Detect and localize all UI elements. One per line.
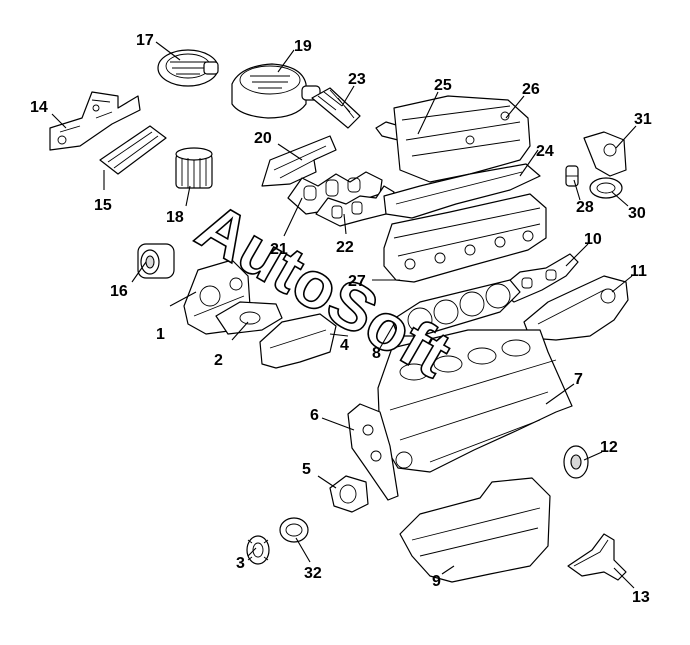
part-12-pulley <box>563 445 589 479</box>
part-15-pipe <box>99 125 167 175</box>
part-4-gasket <box>259 313 337 369</box>
callout-8: 8 <box>372 345 381 362</box>
part-5-seal <box>329 475 369 513</box>
callout-15: 15 <box>94 197 112 214</box>
part-27-cylinder-head <box>383 193 547 283</box>
callout-18: 18 <box>166 209 184 226</box>
callout-16: 16 <box>110 283 128 300</box>
part-13-pipe <box>567 533 627 581</box>
callout-32: 32 <box>304 565 322 582</box>
part-18-filter <box>175 147 213 189</box>
part-7-engine-block <box>377 329 573 473</box>
part-23-hose <box>311 87 361 129</box>
callout-12: 12 <box>600 439 618 456</box>
callout-2: 2 <box>214 352 223 369</box>
callout-labels: 1 2 3 4 5 6 7 8 9 10 11 12 13 14 15 16 1… <box>30 32 652 606</box>
part-8-head-gasket <box>391 279 521 337</box>
part-3-gear <box>246 535 270 565</box>
part-11-exhaust-manifold <box>523 275 629 341</box>
callout-3: 3 <box>236 555 245 572</box>
callout-14: 14 <box>30 99 48 116</box>
callout-9: 9 <box>432 573 441 590</box>
callout-24: 24 <box>536 143 554 160</box>
part-16-canister <box>137 243 175 279</box>
callout-5: 5 <box>302 461 311 478</box>
callout-31: 31 <box>634 111 652 128</box>
callout-21: 21 <box>270 241 288 258</box>
callout-26: 26 <box>522 81 540 98</box>
part-17-cap <box>157 49 219 87</box>
callout-27: 27 <box>348 273 366 290</box>
part-30-gasket <box>589 177 623 199</box>
callout-10: 10 <box>584 231 602 248</box>
callout-25: 25 <box>434 77 452 94</box>
part-22-gasket <box>315 185 395 227</box>
callout-4: 4 <box>340 337 349 354</box>
part-24-gasket <box>383 163 541 219</box>
callout-20: 20 <box>254 130 272 147</box>
part-9-oil-pan <box>399 477 551 583</box>
part-31-housing <box>583 131 627 177</box>
part-6-gasket <box>347 403 399 501</box>
part-2-pump <box>215 301 283 335</box>
leader-lines <box>51 41 637 589</box>
callout-7: 7 <box>574 371 583 388</box>
part-28-sensor <box>565 165 579 187</box>
callout-11: 11 <box>630 263 647 280</box>
callout-30: 30 <box>628 205 646 222</box>
callout-23: 23 <box>348 71 366 88</box>
part-26-valve-cover <box>393 95 531 183</box>
callout-22: 22 <box>336 239 354 256</box>
callout-13: 13 <box>632 589 650 606</box>
part-20-heat-shield <box>261 135 337 187</box>
callout-19: 19 <box>294 38 312 55</box>
part-14-manifold <box>49 91 141 151</box>
callout-6: 6 <box>310 407 319 424</box>
part-19-filter-housing <box>231 63 321 119</box>
part-32-seal <box>279 517 309 543</box>
callout-28: 28 <box>576 199 594 216</box>
callout-17: 17 <box>136 32 154 49</box>
callout-1: 1 <box>156 326 165 343</box>
